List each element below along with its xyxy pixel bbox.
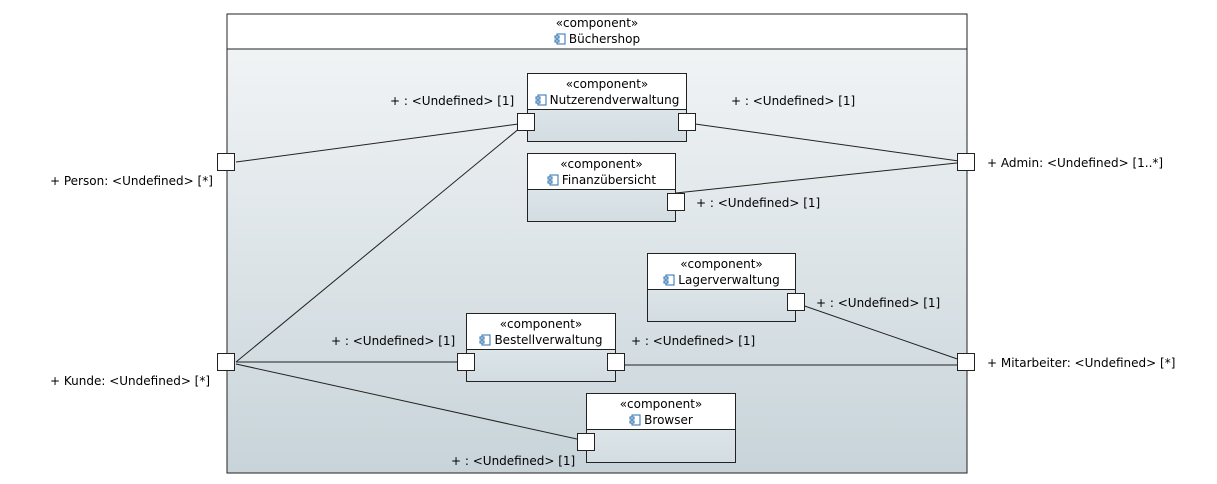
label-port-finanz: + : <Undefined> [1] (696, 196, 821, 210)
label-port-mitarbeiter: + Mitarbeiter: <Undefined> [*] (987, 356, 1176, 370)
bestell-name: Bestellverwaltung (494, 333, 603, 347)
port-mitarbeiter[interactable] (957, 353, 975, 371)
label-port-kunde: + Kunde: <Undefined> [*] (50, 374, 211, 388)
port-kunde[interactable] (217, 353, 235, 371)
label-port-person: + Person: <Undefined> [*] (50, 174, 213, 188)
outer-name: Büchershop (568, 32, 641, 46)
outer-component-header (226, 13, 968, 50)
component-icon (479, 334, 491, 346)
label-port-browser: + : <Undefined> [1] (451, 454, 576, 468)
connector-kunde-browser[interactable] (235, 363, 587, 442)
outer-stereotype: «component» (555, 16, 639, 30)
nutzer-stereotype: «component» (565, 77, 649, 91)
component-icon (629, 414, 641, 426)
component-nutzerendverwaltung[interactable]: «component» Nutzerendverwaltung (527, 73, 687, 142)
nutzer-name: Nutzerendverwaltung (549, 93, 680, 107)
port-nutzer-left[interactable] (517, 113, 535, 131)
outer-title: Büchershop (227, 32, 967, 48)
component-icon (535, 94, 547, 106)
label-port-bestell-right: + : <Undefined> [1] (631, 334, 756, 348)
port-browser[interactable] (577, 433, 595, 451)
component-lagerverwaltung[interactable]: «component» Lagerverwaltung (647, 253, 796, 322)
label-port-admin: + Admin: <Undefined> [1..*] (987, 156, 1164, 170)
connector-finanz-admin[interactable] (675, 161, 967, 194)
connector-person-nutzer[interactable] (235, 122, 527, 163)
port-nutzer-right[interactable] (678, 113, 696, 131)
port-bestell-left[interactable] (457, 353, 475, 371)
component-icon (554, 33, 566, 45)
component-bestellverwaltung[interactable]: «component» Bestellverwaltung (466, 313, 616, 382)
port-bestell-right[interactable] (607, 353, 625, 371)
component-icon (547, 174, 559, 186)
component-browser[interactable]: «component» Browser (586, 393, 736, 463)
finanz-stereotype: «component» (560, 157, 643, 171)
connector-lager-mitarbeiter[interactable] (795, 302, 967, 363)
finanz-name: Finanzübersicht (561, 173, 657, 187)
browser-name: Browser (644, 413, 693, 427)
port-finanz[interactable] (667, 193, 685, 211)
connector-nutzer-admin[interactable] (687, 122, 967, 163)
component-finanzuebersicht[interactable]: «component» Finanzübersicht (527, 153, 676, 222)
lager-name: Lagerverwaltung (678, 273, 780, 287)
bestell-stereotype: «component» (499, 317, 583, 331)
label-port-bestell-left: + : <Undefined> [1] (331, 334, 456, 348)
label-port-nutzer-left: + : <Undefined> [1] (390, 94, 515, 108)
browser-stereotype: «component» (619, 397, 703, 411)
port-person[interactable] (217, 153, 235, 171)
lager-stereotype: «component» (680, 257, 763, 271)
port-admin[interactable] (957, 153, 975, 171)
port-lager[interactable] (787, 293, 805, 311)
label-port-nutzer-right: + : <Undefined> [1] (731, 94, 856, 108)
connectors (235, 122, 967, 442)
connector-kunde-nutzer[interactable] (235, 122, 527, 363)
label-port-lager: + : <Undefined> [1] (816, 296, 941, 310)
component-icon (663, 274, 675, 286)
